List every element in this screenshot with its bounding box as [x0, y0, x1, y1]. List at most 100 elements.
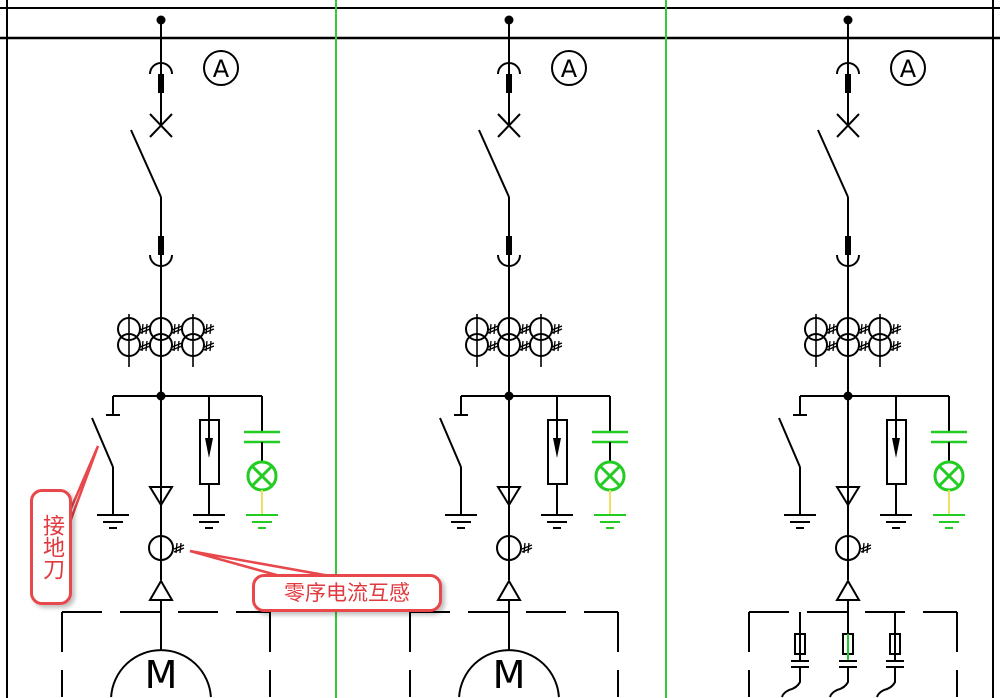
- surge-arrester: [193, 396, 225, 529]
- mark: [551, 342, 563, 348]
- load-enclosure: [61, 611, 271, 697]
- earthing-switch: [439, 396, 477, 529]
- cable-lead: [781, 667, 801, 698]
- withdrawable-contact-upper: [836, 62, 860, 75]
- cable-head-down: [148, 486, 174, 507]
- fuse-capacitor-branch: [829, 612, 857, 698]
- mark: [832, 340, 835, 352]
- ground-icon: [880, 514, 912, 529]
- ct-winding-mark: [173, 542, 185, 554]
- ct-winding-mark: [858, 323, 870, 335]
- contact-block: [506, 74, 512, 93]
- mark: [205, 340, 208, 352]
- mark: [487, 342, 499, 348]
- mark: [892, 340, 895, 352]
- mark: [890, 342, 902, 348]
- fuse-capacitor-branch: [876, 612, 904, 698]
- mark: [139, 342, 151, 348]
- callout-pointer-zct: [189, 549, 331, 578]
- load-enclosure: [748, 611, 958, 697]
- feeder-column-2: AM: [409, 15, 628, 698]
- ct-winding-mark: [551, 340, 563, 352]
- live-indicator: [244, 396, 280, 529]
- es-blade: [91, 417, 114, 468]
- mark: [519, 342, 531, 348]
- sa-arrow: [553, 438, 561, 458]
- mark: [828, 323, 831, 335]
- mark: [892, 323, 895, 335]
- breaker-x: [836, 113, 860, 138]
- mark: [493, 340, 496, 352]
- mark: [173, 323, 176, 335]
- ct-winding-mark: [519, 340, 531, 352]
- withdrawable-contact-upper: [497, 62, 521, 75]
- mark: [864, 323, 867, 335]
- surge-arrester: [880, 396, 912, 529]
- contact-block: [158, 74, 164, 93]
- load-enclosure: [409, 611, 619, 697]
- earthing-switch: [778, 396, 816, 529]
- mark: [832, 323, 835, 335]
- mark: [493, 323, 496, 335]
- mark: [864, 340, 867, 352]
- cable-head-up: [148, 579, 174, 601]
- lamp-x: [250, 464, 274, 488]
- ammeter-circle: [203, 50, 239, 86]
- ammeter-circle: [551, 50, 587, 86]
- zero-sequence-ct: [835, 535, 861, 561]
- mark: [557, 340, 560, 352]
- mark: [896, 340, 899, 352]
- ammeter-label: A: [213, 55, 230, 83]
- mark: [141, 340, 144, 352]
- mark: [179, 542, 182, 554]
- ammeter-label: A: [900, 55, 917, 83]
- mark: [826, 325, 838, 331]
- mark: [489, 323, 492, 335]
- mark: [139, 325, 151, 331]
- mark: [860, 340, 863, 352]
- cable-lead: [829, 667, 849, 698]
- feeder-column-1: AM: [61, 15, 280, 698]
- sa-arrow: [205, 438, 213, 458]
- live-indicator: [931, 396, 967, 529]
- mark: [862, 542, 865, 554]
- ct-winding-mark: [139, 340, 151, 352]
- cable-head-down: [835, 486, 861, 507]
- mark: [175, 542, 178, 554]
- ground-icon: [445, 514, 477, 529]
- mark: [141, 323, 144, 335]
- ct-winding-mark: [203, 340, 215, 352]
- ct-winding-mark: [890, 340, 902, 352]
- mark: [487, 325, 499, 331]
- ground-icon: [193, 514, 225, 529]
- contact-block: [506, 236, 512, 255]
- mark: [826, 342, 838, 348]
- cable-lead: [876, 667, 896, 698]
- motor-icon: [458, 649, 560, 698]
- live-indicator: [592, 396, 628, 529]
- mark: [553, 340, 556, 352]
- lamp-x: [937, 464, 961, 488]
- ct-winding-mark: [858, 340, 870, 352]
- current-transformers: [465, 314, 563, 367]
- ct-winding-mark: [521, 542, 533, 554]
- mark: [523, 542, 526, 554]
- contact-block: [845, 236, 851, 255]
- breaker-x: [497, 113, 521, 138]
- mark: [521, 323, 524, 335]
- cable-head-up: [835, 579, 861, 601]
- ammeter-symbol: A: [551, 50, 587, 86]
- feeder-column-3: A: [748, 15, 967, 698]
- ammeter-circle: [890, 50, 926, 86]
- fuse-capacitor-branch: [781, 612, 809, 698]
- mark: [858, 325, 870, 331]
- motor-label: M: [145, 653, 178, 697]
- mark: [489, 340, 492, 352]
- zero-sequence-ct: [148, 535, 174, 561]
- ammeter-symbol: A: [203, 50, 239, 86]
- mark: [173, 340, 176, 352]
- withdrawable-contact-upper: [149, 62, 173, 75]
- mark: [557, 323, 560, 335]
- mark: [519, 325, 531, 331]
